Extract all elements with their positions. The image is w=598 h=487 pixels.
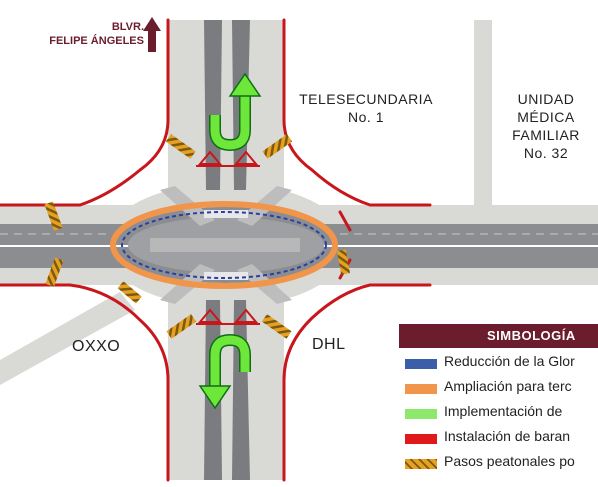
legend-item: Reducción de la Glor <box>399 348 598 373</box>
legend-swatch <box>405 459 437 469</box>
boulevard-label-line2: FELIPE ÁNGELES <box>49 35 144 47</box>
north-direction-arrow <box>143 17 161 52</box>
legend-item: Pasos peatonales po <box>399 448 598 473</box>
legend-swatch <box>405 384 437 394</box>
legend-swatch <box>405 359 437 369</box>
legend-label: Ampliación para terc <box>444 378 572 394</box>
railings <box>0 18 432 482</box>
telesecundaria-label: TELESECUNDARIA No. 1 <box>299 91 433 125</box>
umf-label: UNIDAD MÉDICA FAMILIAR No. 32 <box>512 91 580 161</box>
legend-label: Implementación de <box>444 403 563 419</box>
legend-item: Ampliación para terc <box>399 373 598 398</box>
dhl-label: DHL <box>312 336 346 353</box>
legend-item: Implementación de <box>399 398 598 423</box>
legend-title: SIMBOLOGÍA <box>399 324 598 348</box>
pedestrian-crossings <box>44 134 351 339</box>
legend-label: Reducción de la Glor <box>444 353 575 369</box>
triangle-markers <box>196 150 260 325</box>
central-island <box>128 186 324 304</box>
boulevard-label: BLVR. FELIPE ÁNGELES <box>14 20 144 48</box>
expansion-ring <box>110 201 338 289</box>
legend-label: Pasos peatonales po <box>444 453 575 469</box>
oxxo-label: OXXO <box>72 338 121 355</box>
legend-swatch <box>405 434 437 444</box>
boulevard-label-line1: BLVR. <box>111 21 144 33</box>
uturn-arrow-north <box>209 72 262 152</box>
legend-item: Instalación de baran <box>399 423 598 448</box>
reduction-ring <box>121 211 327 279</box>
legend-label: Instalación de baran <box>444 428 571 444</box>
uturn-arrow-south <box>198 333 251 410</box>
legend-swatch <box>405 409 437 419</box>
